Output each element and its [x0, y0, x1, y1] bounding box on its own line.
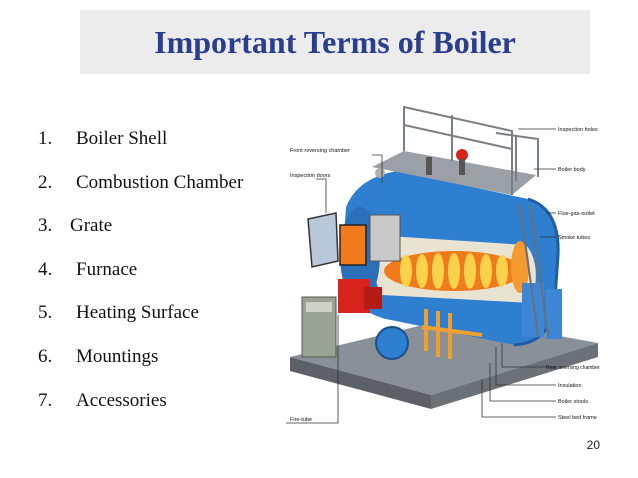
terms-list: 1. Boiler Shell 2. Combustion Chamber 3.… [38, 128, 243, 433]
item-number: 5. [38, 302, 53, 324]
top-platform [372, 151, 536, 195]
item-label: Combustion Chamber [76, 171, 244, 193]
title-banner: Important Terms of Boiler [80, 10, 590, 74]
inspection-door-left [339, 224, 367, 266]
item-label: Mountings [76, 345, 159, 367]
list-item: 1. Boiler Shell [38, 128, 243, 172]
callout-steel-bed-frame: Steel bed frame [558, 415, 597, 421]
boiler-diagram: Front reversing chamber Inspection doors… [286, 105, 600, 424]
callout-fire-tube: Fire-tube [290, 417, 312, 423]
list-item: 4. Furnace [38, 259, 243, 303]
item-number: 1. [38, 128, 53, 149]
callout-inspection-holes: Inspection holes [558, 127, 598, 133]
slide-title: Important Terms of Boiler [154, 23, 516, 60]
fan [375, 326, 409, 360]
callout-flue-gas-outlet: Flue-gas-outlet [558, 211, 595, 217]
ladder [519, 204, 549, 336]
railings [403, 105, 539, 195]
item-number: 7. [38, 389, 53, 411]
inspection-door-open [307, 212, 339, 268]
item-number: 6. [38, 345, 53, 367]
page-number: 20 [586, 438, 600, 452]
item-label: Boiler Shell [76, 128, 168, 149]
callout-rear-reversing-chamber: Rear reversing chamber [546, 365, 600, 371]
item-number: 2. [38, 171, 53, 193]
list-item: 2. Combustion Chamber [38, 172, 243, 216]
pumps [522, 283, 562, 339]
callout-inspection-doors: Inspection doors [290, 173, 331, 179]
list-item: 5. Heating Surface [38, 302, 243, 346]
item-number: 3. [38, 215, 53, 237]
item-label: Grate [70, 215, 113, 237]
callout-insulation: Insulation [558, 383, 582, 389]
callout-front-reversing-chamber: Front reversing chamber [290, 148, 350, 154]
callout-lines [286, 128, 556, 424]
callout-smoke-tubes: Smoke tubes [558, 235, 590, 241]
list-item: 7. Accessories [38, 390, 243, 434]
item-number: 4. [38, 258, 53, 280]
callout-boiler-body: Boiler body [558, 167, 586, 173]
callout-boiler-stools: Boiler stools [558, 399, 588, 405]
item-label: Heating Surface [76, 302, 199, 324]
item-label: Furnace [76, 258, 138, 280]
item-label: Accessories [76, 389, 167, 411]
smoke-tubes [400, 253, 508, 289]
feed-pipes [421, 309, 483, 359]
list-item: 3. Grate [38, 215, 243, 259]
mountings-valves [375, 149, 468, 178]
list-item: 6. Mountings [38, 346, 243, 390]
